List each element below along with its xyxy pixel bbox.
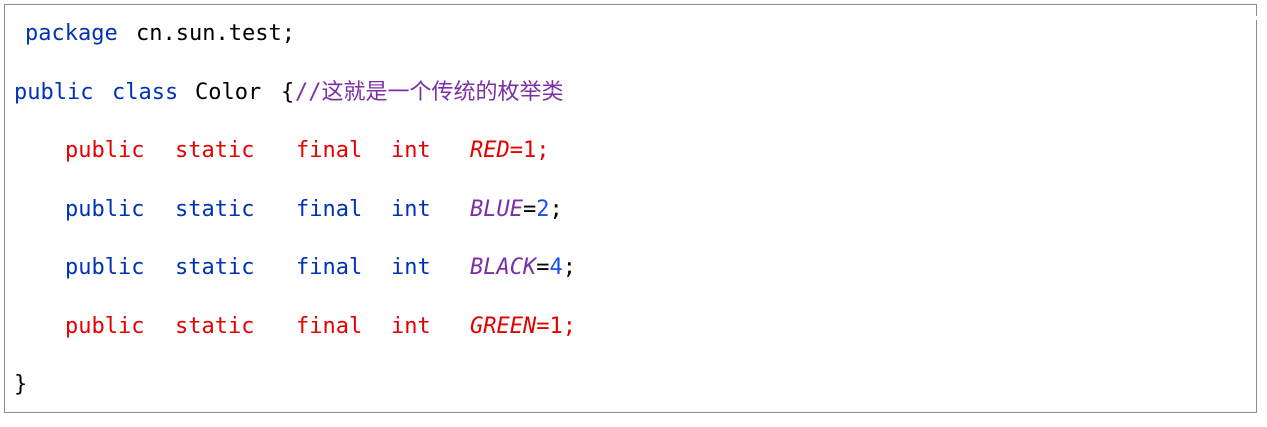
keyword-int: int (391, 197, 431, 222)
field-value: 1 (523, 138, 537, 163)
field-value: 1 (549, 314, 563, 339)
field-name: BLUE (470, 197, 523, 222)
assign-operator: = (536, 314, 550, 339)
keyword-int: int (391, 314, 431, 339)
field-assignment: RED=1; (470, 137, 550, 165)
keyword-public: public (65, 314, 145, 339)
semicolon: ; (562, 255, 576, 280)
keyword-static: static (175, 197, 255, 222)
class-name: Color (195, 80, 262, 105)
semicolon: ; (536, 138, 550, 163)
package-name: cn.sun.test; (136, 21, 295, 46)
semicolon: ; (549, 197, 563, 222)
field-name: GREEN (470, 314, 537, 339)
keyword-final: final (296, 138, 363, 163)
keyword-public: public (65, 197, 145, 222)
assign-operator: = (522, 197, 537, 222)
class-declaration-line: public class Color { //这就是一个传统的枚举类 (14, 79, 564, 107)
field-assignment: BLACK=4; (470, 254, 576, 282)
keyword-int: int (391, 255, 431, 280)
keyword-int: int (391, 138, 431, 163)
keyword-static: static (175, 255, 255, 280)
field-assignment: BLUE=2; (470, 196, 563, 224)
close-brace: } (14, 372, 28, 397)
field-assignment: GREEN=1; (470, 313, 576, 341)
keyword-final: final (296, 197, 363, 222)
keyword-package: package (25, 21, 118, 46)
package-line: package cn.sun.test; (25, 20, 295, 48)
closing-brace-line: } (14, 371, 41, 399)
keyword-public: public (14, 80, 94, 105)
field-value: 4 (549, 255, 563, 280)
open-brace: { (281, 80, 295, 105)
keyword-public: public (65, 138, 145, 163)
assign-operator: = (536, 255, 550, 280)
keyword-class: class (112, 80, 179, 105)
keyword-final: final (296, 314, 363, 339)
code-block (4, 4, 1256, 413)
keyword-final: final (296, 255, 363, 280)
assign-operator: = (509, 138, 523, 163)
keyword-public: public (65, 255, 145, 280)
field-name: RED (470, 138, 510, 163)
right-border (1256, 20, 1257, 413)
keyword-static: static (175, 138, 255, 163)
right-border-tick (1256, 4, 1257, 16)
semicolon: ; (562, 314, 576, 339)
field-value: 2 (536, 197, 550, 222)
keyword-static: static (175, 314, 255, 339)
field-name: BLACK (470, 255, 537, 280)
class-comment: //这就是一个传统的枚举类 (295, 80, 564, 105)
